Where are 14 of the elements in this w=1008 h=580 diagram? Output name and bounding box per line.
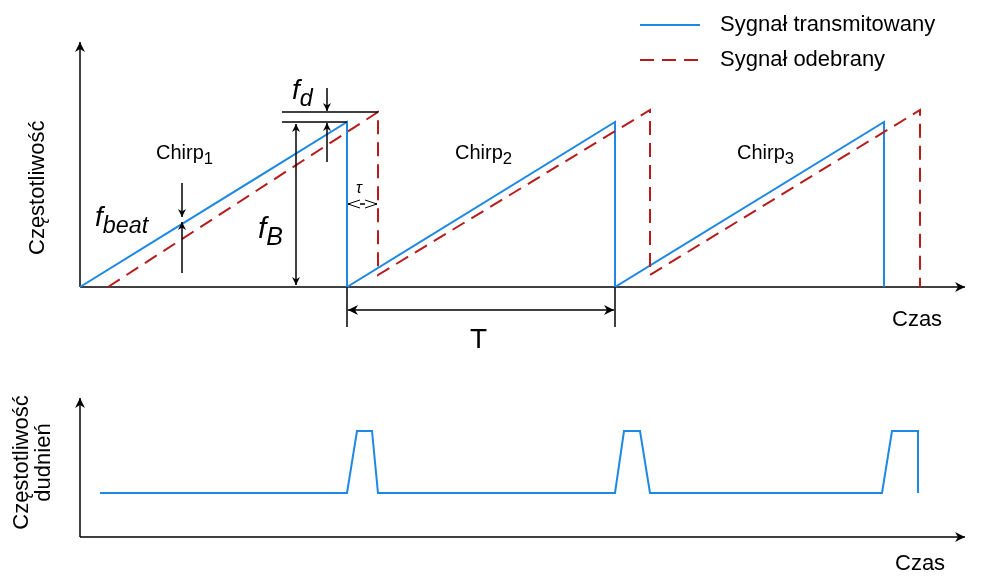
axis-label: Częstotliwość [26, 120, 48, 255]
axis-label: Częstotliwość dudnień [10, 394, 54, 532]
dimension-label: τ [356, 180, 362, 196]
dimension-label: T [470, 325, 488, 353]
axis-label: Czas [892, 308, 943, 330]
dimension-label: f$_{B}$ [258, 213, 284, 249]
chirp-label: Chirp$_{2}$ [455, 142, 513, 168]
legend-label: Sygnał odebrany [720, 48, 886, 70]
dimension-label: f$_{d}$ [292, 76, 313, 110]
chirp-label: Chirp$_{3}$ [737, 142, 795, 168]
chirp-label: Chirp$_{1}$ [156, 142, 214, 168]
axis-label: Czas [895, 552, 946, 574]
legend-label: Sygnał transmitowany [720, 13, 936, 35]
dimension-label: f$_{beat}$ [95, 203, 149, 237]
